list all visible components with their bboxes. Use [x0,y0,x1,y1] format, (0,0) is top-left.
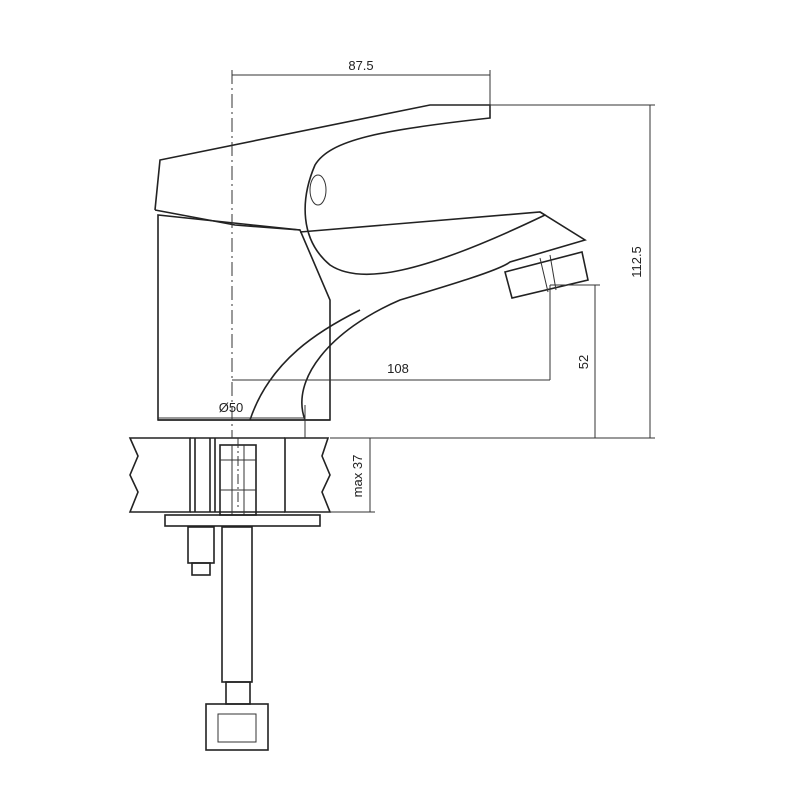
aerator [504,251,589,299]
dim-max-37: max 37 [350,455,365,498]
fixing-bolt [187,526,215,576]
flex-hose [221,526,253,683]
countertop [128,437,332,513]
dim-112-5: 112.5 [629,246,644,278]
dim-52: 52 [576,355,591,369]
faucet-body [157,211,587,421]
dim-108: 108 [387,361,409,376]
dimension-lines [158,70,655,513]
faucet-lever [154,104,547,276]
hose-nut [205,681,269,751]
dim-87-5: 87.5 [348,58,373,73]
dim-diameter-50: Ø50 [219,400,244,415]
base-plate [164,514,321,527]
